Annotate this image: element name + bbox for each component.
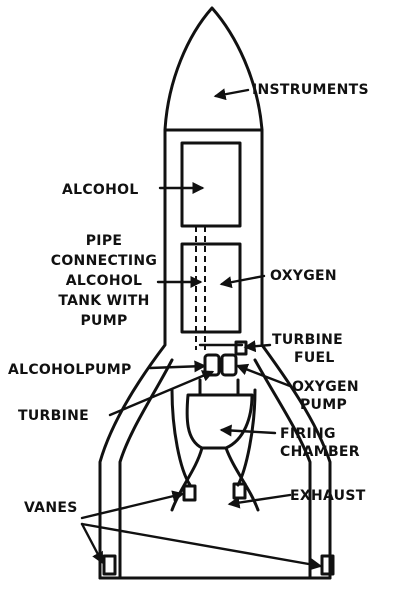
turbine-fuel-label: TURBINE FUEL [272,332,343,366]
rocket-body-left-wall [98,128,167,580]
vanes-arrow-lower-left [80,522,104,565]
oxygen-pump-label-line-2: PUMP [300,397,347,413]
rocket-inner-skirt-left [118,358,174,570]
oxygen-pump-label: OXYGEN PUMP [292,379,359,413]
vanes-label: VANES [24,500,78,516]
pipe-label-line-4: TANK WITH [58,293,149,309]
rocket-tail-right [236,388,257,487]
alcohol-tank [180,141,242,228]
firing-chamber [185,393,254,450]
rocket-body-right-wall [260,128,332,580]
pipe-label-line-3: ALCOHOL [66,273,143,289]
exhaust-label: EXHAUST [290,488,366,504]
oxygen-pump-label-line-1: OXYGEN [292,379,359,395]
oxygen-label: OXYGEN [270,268,337,284]
exhaust-arrow [227,493,292,509]
instruments-label: INSTRUMENTS [252,82,369,98]
exhaust-nozzle [170,446,260,512]
firing-chamber-arrow [219,424,277,437]
pipe-label-line-1: PIPE [86,233,123,249]
alcohol-pump-label: ALCOHOLPUMP [8,362,132,378]
turbine-label: TURBINE [18,408,89,424]
firing-chamber-label: FIRING CHAMBER [280,426,360,460]
vane-lower-left [102,554,117,576]
instruments-arrow [213,88,250,101]
vanes-arrow-upper [80,490,185,520]
pipe-label-line-5: PUMP [80,313,127,329]
oxygen-arrow [219,274,266,289]
rocket-nose-cone [163,6,264,132]
pipe-label: PIPE CONNECTING ALCOHOL TANK WITH PUMP [51,233,157,329]
vane-upper-right [232,482,247,500]
turbine-fuel-label-line-2: FUEL [294,350,335,366]
turbine-fuel-label-line-1: TURBINE [272,332,343,348]
oxygen-pump [220,353,238,377]
rocket-base [98,566,332,580]
turbine-fuel-arrow [243,340,272,353]
turbine-arrow [108,370,215,417]
alcohol-label: ALCOHOL [62,182,139,198]
oxygen-tank [180,242,242,334]
alcohol-pump-arrow [148,360,207,373]
vane-upper-left [182,484,197,502]
firing-chamber-label-line-2: CHAMBER [280,444,360,460]
oxygen-pump-arrow [235,363,292,388]
vanes-arrow-lower-right [80,522,323,571]
firing-chamber-label-line-1: FIRING [280,426,336,442]
pipe-label-line-2: CONNECTING [51,253,157,269]
rocket-inner-skirt-right [253,358,312,570]
